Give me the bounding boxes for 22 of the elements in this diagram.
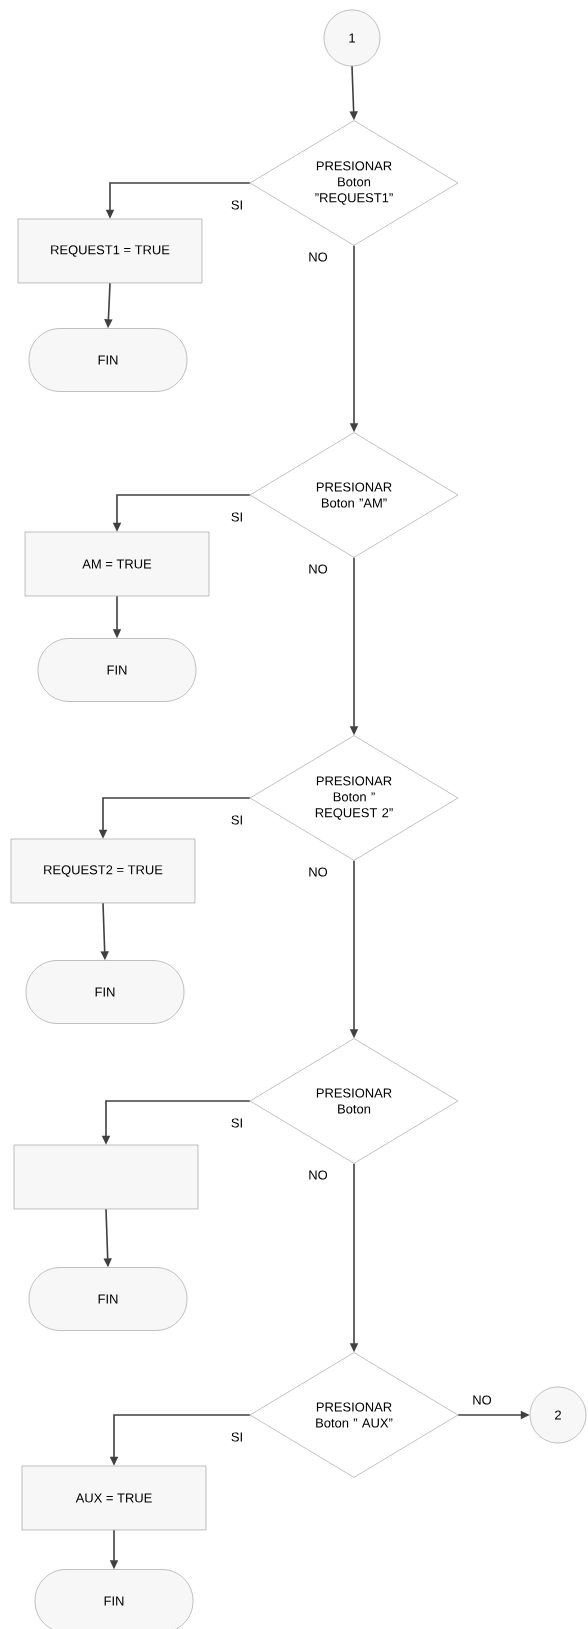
edge-label: NO — [307, 866, 329, 878]
edge-label: SI — [229, 1431, 245, 1443]
process-box: AUX = TRUE — [21, 1465, 207, 1531]
process-box: REQUEST2 = TRUE — [10, 838, 196, 904]
edge-label: NO — [307, 563, 329, 575]
edge-label: NO — [471, 1394, 493, 1406]
circle-connector: 2 — [529, 1386, 587, 1444]
process-box — [13, 1144, 199, 1210]
edge-label: NO — [307, 251, 329, 263]
process-box: REQUEST1 = TRUE — [17, 218, 203, 284]
circle-connector: 1 — [323, 9, 381, 67]
terminator: FIN — [37, 638, 197, 702]
process-box: AM = TRUE — [24, 531, 210, 597]
terminator: FIN — [25, 960, 185, 1024]
edge-label: SI — [229, 814, 245, 826]
edge-label: SI — [229, 199, 245, 211]
terminator: FIN — [28, 1267, 188, 1331]
edge-label: SI — [229, 1117, 245, 1129]
terminator: FIN — [28, 328, 188, 392]
edge-label: SI — [229, 511, 245, 523]
edge-label: NO — [307, 1169, 329, 1181]
terminator: FIN — [34, 1569, 194, 1629]
